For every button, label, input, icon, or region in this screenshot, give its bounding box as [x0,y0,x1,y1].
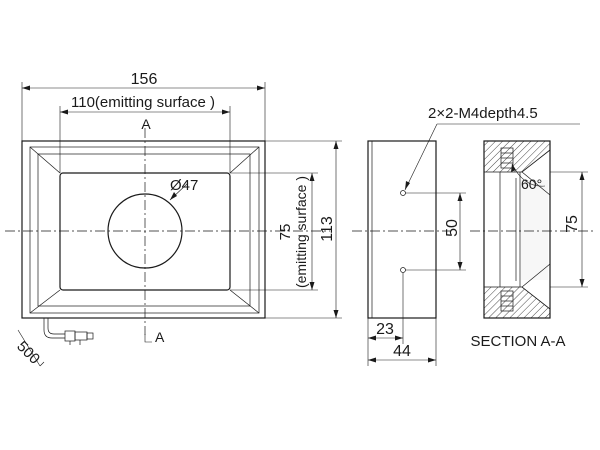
mounting-hole-lower [400,267,406,273]
section-marker-bottom: A [155,329,165,345]
thread-callout-label: 2×2-M4depth4.5 [428,105,538,122]
front-view: A A 156 110(emitting surface ) Ø47 75 (e… [5,71,342,368]
section-cut-arrow-bottom [144,334,152,343]
section-title: SECTION A-A [470,333,565,350]
side-view: 2×2-M4depth4.5 50 23 44 [352,105,580,366]
section-marker-top: A [141,116,151,132]
mounting-hole-upper [400,190,406,196]
section-hatch-top [483,140,551,173]
emitting-height-value: 75 [277,224,294,241]
overall-width-label: 156 [131,71,158,88]
front-housing-outline [21,140,266,319]
section-height-label: 75 [564,215,581,233]
section-view: 60° 75 SECTION A-A [470,140,595,350]
side-housing-outline [367,140,437,319]
hole-diameter-label: Ø47 [170,177,198,194]
section-angle-label: 60° [521,176,542,192]
front-bevel-outer [37,153,251,307]
cable-length-dimension-line [17,329,41,367]
emitting-width-label: 110(emitting surface ) [71,94,215,111]
emitting-height-note: (emitting surface ) [293,176,309,288]
thread-callout-leader [404,123,438,191]
depth-label: 44 [393,343,411,360]
section-hatch-bottom [483,286,551,319]
cable-connector [43,318,94,345]
hole-spacing-label: 50 [444,219,461,237]
overall-height-label: 113 [319,216,336,242]
front-housing-inner-edge [29,146,260,314]
hole-offset-label: 23 [376,321,394,338]
